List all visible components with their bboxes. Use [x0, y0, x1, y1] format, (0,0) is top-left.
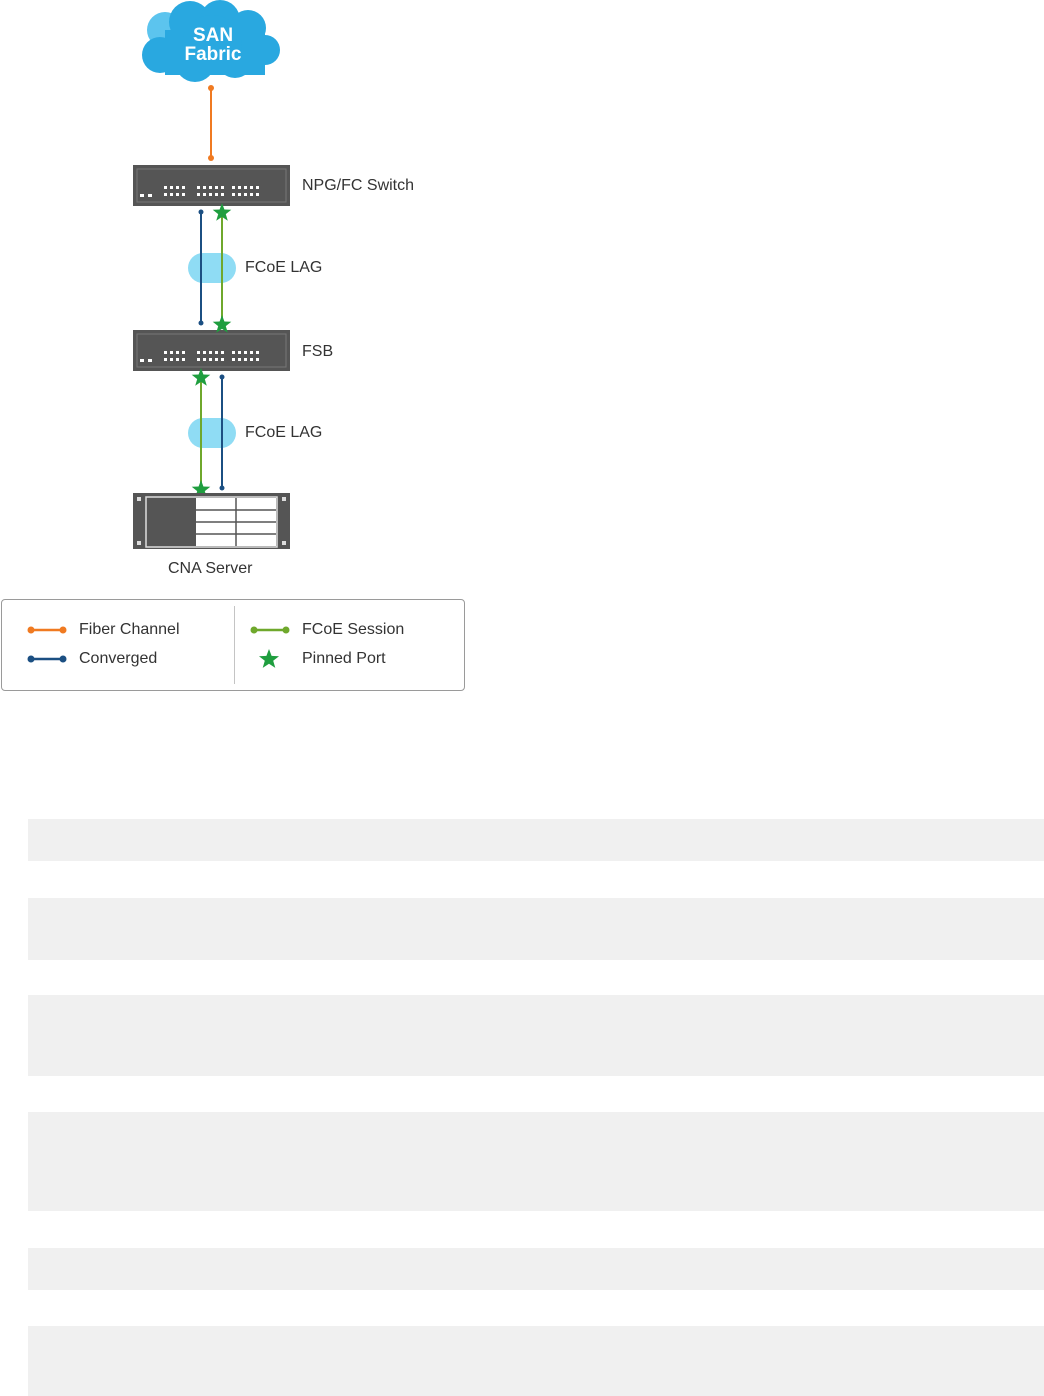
legend-converged-label: Converged [79, 650, 158, 667]
star-icon [191, 368, 211, 386]
content-block [28, 819, 1044, 861]
fcoe-session-swatch [250, 626, 290, 634]
legend: Fiber Channel Converged FCoE Session Pin… [1, 599, 465, 691]
lag-bubble [188, 253, 236, 283]
legend-swatches [27, 626, 290, 668]
cna-server-label: CNA Server [168, 560, 253, 577]
content-block [28, 1248, 1044, 1290]
topology-svg [133, 0, 290, 549]
legend-divider [234, 606, 235, 684]
content-block [28, 995, 1044, 1076]
content-block [28, 1326, 1044, 1396]
cloud-icon [142, 0, 280, 82]
lag-bubble [188, 418, 236, 448]
content-block [28, 898, 1044, 960]
server-icon [133, 493, 290, 549]
fiber-channel-swatch [27, 626, 67, 634]
lag-label-lower: FCoE LAG [245, 424, 323, 441]
lag-label-upper: FCoE LAG [245, 259, 323, 276]
star-icon [259, 649, 279, 668]
fiber-channel-link [208, 85, 214, 161]
switch-icon [133, 330, 290, 371]
fsb-label: FSB [302, 343, 334, 360]
npg-switch-label: NPG/FC Switch [302, 177, 415, 194]
converged-link [219, 374, 225, 491]
legend-fiber-channel-label: Fiber Channel [79, 621, 180, 638]
star-icon [212, 315, 232, 333]
cloud-label-line1: SAN [192, 25, 234, 46]
star-icon [191, 480, 211, 498]
converged-link [198, 209, 204, 326]
legend-pinned-port-label: Pinned Port [302, 650, 386, 667]
legend-fcoe-session-label: FCoE Session [302, 621, 405, 638]
switch-icon [133, 165, 290, 206]
network-diagram: SAN Fabric NPG/FC Switch FCoE LAG FSB FC… [0, 0, 480, 700]
star-icon [212, 203, 232, 221]
cloud-label-line2: Fabric [184, 44, 242, 65]
content-block [28, 1112, 1044, 1211]
converged-swatch [27, 655, 67, 663]
